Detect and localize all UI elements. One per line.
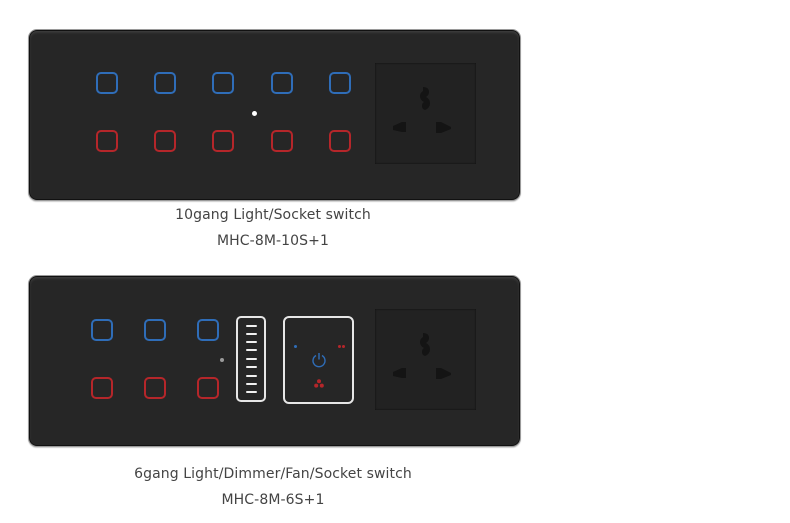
light-key-5[interactable]: [329, 72, 351, 94]
light-key-5[interactable]: [144, 377, 166, 399]
socket-holes-icon: [393, 333, 451, 379]
fan-low-indicator: [294, 345, 297, 348]
dimmer-level-2: [246, 333, 257, 335]
light-key-2[interactable]: [144, 319, 166, 341]
dimmer-level-6: [246, 366, 257, 368]
universal-socket[interactable]: [375, 63, 476, 164]
fan-control-pad[interactable]: [283, 316, 354, 404]
socket-holes-icon: [393, 87, 451, 133]
dimmer-level-1: [246, 325, 257, 327]
product-title: 6gang Light/Dimmer/Fan/Socket switch: [134, 466, 412, 482]
light-key-4[interactable]: [91, 377, 113, 399]
light-key-2[interactable]: [154, 72, 176, 94]
fan-icon[interactable]: [314, 379, 324, 388]
dimmer-level-7: [246, 375, 257, 377]
fan-high-indicator-a: [338, 345, 341, 348]
dimmer-level-8: [246, 383, 257, 385]
power-icon[interactable]: [311, 352, 327, 368]
light-key-10[interactable]: [329, 130, 351, 152]
light-key-1[interactable]: [91, 319, 113, 341]
light-key-6[interactable]: [197, 377, 219, 399]
light-key-3[interactable]: [212, 72, 234, 94]
light-key-9[interactable]: [271, 130, 293, 152]
indicator-led: [252, 111, 257, 116]
dimmer-slider[interactable]: [236, 316, 266, 402]
product-model: MHC-8M-10S+1: [216, 233, 329, 249]
light-key-6[interactable]: [96, 130, 118, 152]
fan-high-indicator-b: [342, 345, 345, 348]
dimmer-level-4: [246, 349, 257, 351]
dimmer-level-3: [246, 341, 257, 343]
light-key-4[interactable]: [271, 72, 293, 94]
light-key-3[interactable]: [197, 319, 219, 341]
indicator-led: [220, 358, 224, 362]
dimmer-level-5: [246, 358, 257, 360]
universal-socket[interactable]: [375, 309, 476, 410]
light-key-7[interactable]: [154, 130, 176, 152]
switch-panel-6gang: [28, 275, 521, 447]
product-title: 10gang Light/Socket switch: [175, 207, 371, 223]
product-model: MHC-8M-6S+1: [221, 492, 325, 508]
switch-panel-10gang: [28, 29, 521, 201]
light-key-1[interactable]: [96, 72, 118, 94]
light-key-8[interactable]: [212, 130, 234, 152]
dimmer-level-9: [246, 391, 257, 393]
